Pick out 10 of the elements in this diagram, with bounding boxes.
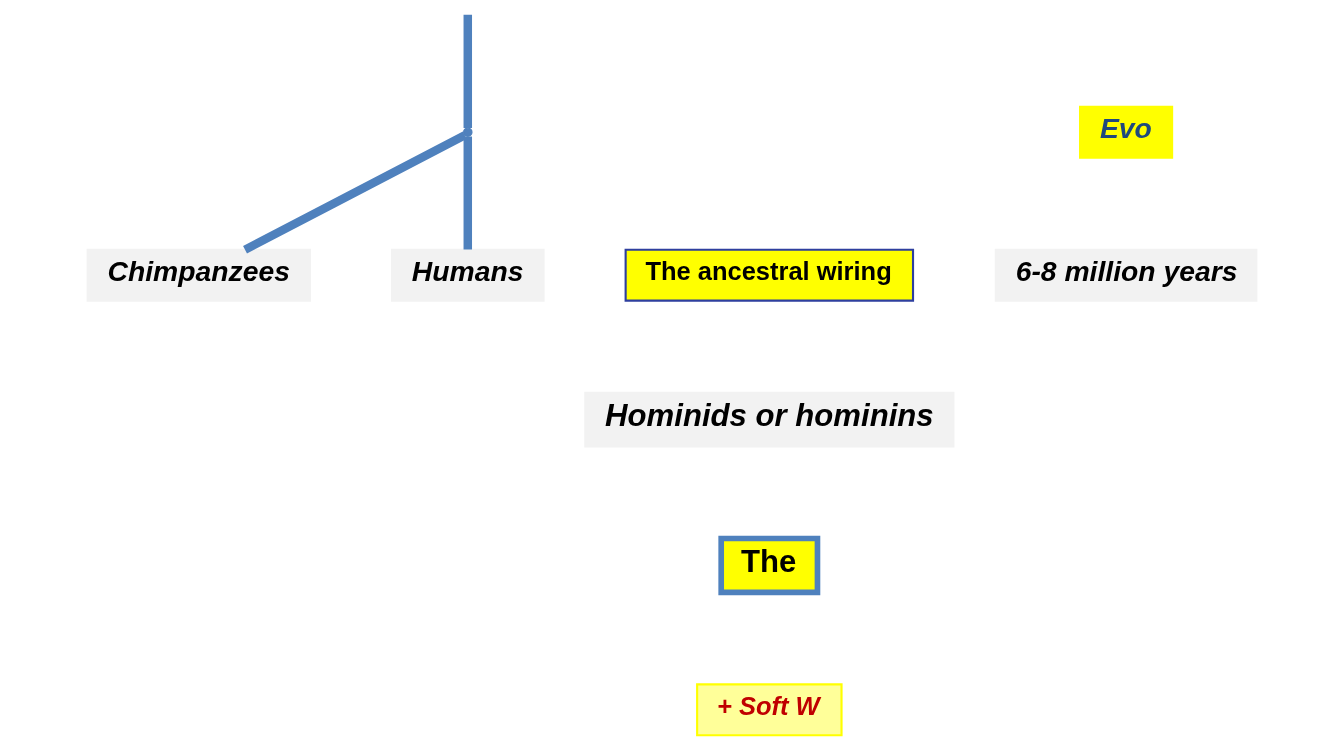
connector xyxy=(463,136,472,250)
node-box: The xyxy=(717,535,820,596)
node-box: + Soft W xyxy=(695,683,843,737)
connector xyxy=(463,14,472,128)
node-box: The ancestral wiring xyxy=(624,248,914,302)
connector xyxy=(242,131,467,254)
node-box: Evo xyxy=(1078,105,1173,159)
node-point xyxy=(462,127,473,137)
node-box: Humans xyxy=(390,248,545,302)
node-box: Chimpanzees xyxy=(86,248,311,302)
